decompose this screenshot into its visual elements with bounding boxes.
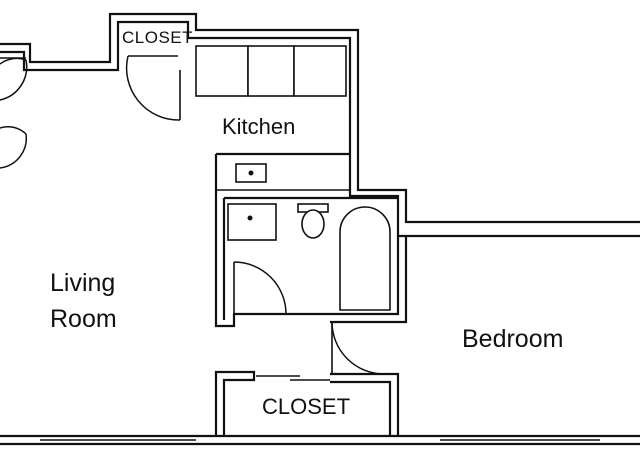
- closet-bottom-label: CLOSET: [262, 394, 351, 419]
- kitchen-label: Kitchen: [222, 114, 296, 139]
- bathroom-sink: [227, 203, 277, 241]
- closet-top-label: CLOSET: [122, 28, 194, 47]
- bathtub: [339, 206, 391, 311]
- kitchen-stove: [235, 163, 267, 183]
- walls: [0, 12, 640, 446]
- doors: [0, 55, 385, 381]
- toilet: [297, 203, 329, 239]
- kitchen-cabinets: [195, 45, 347, 97]
- living-room-label-line2: Room: [50, 305, 117, 333]
- living-room-label-line1: Living: [50, 269, 116, 297]
- bedroom-label: Bedroom: [462, 325, 564, 353]
